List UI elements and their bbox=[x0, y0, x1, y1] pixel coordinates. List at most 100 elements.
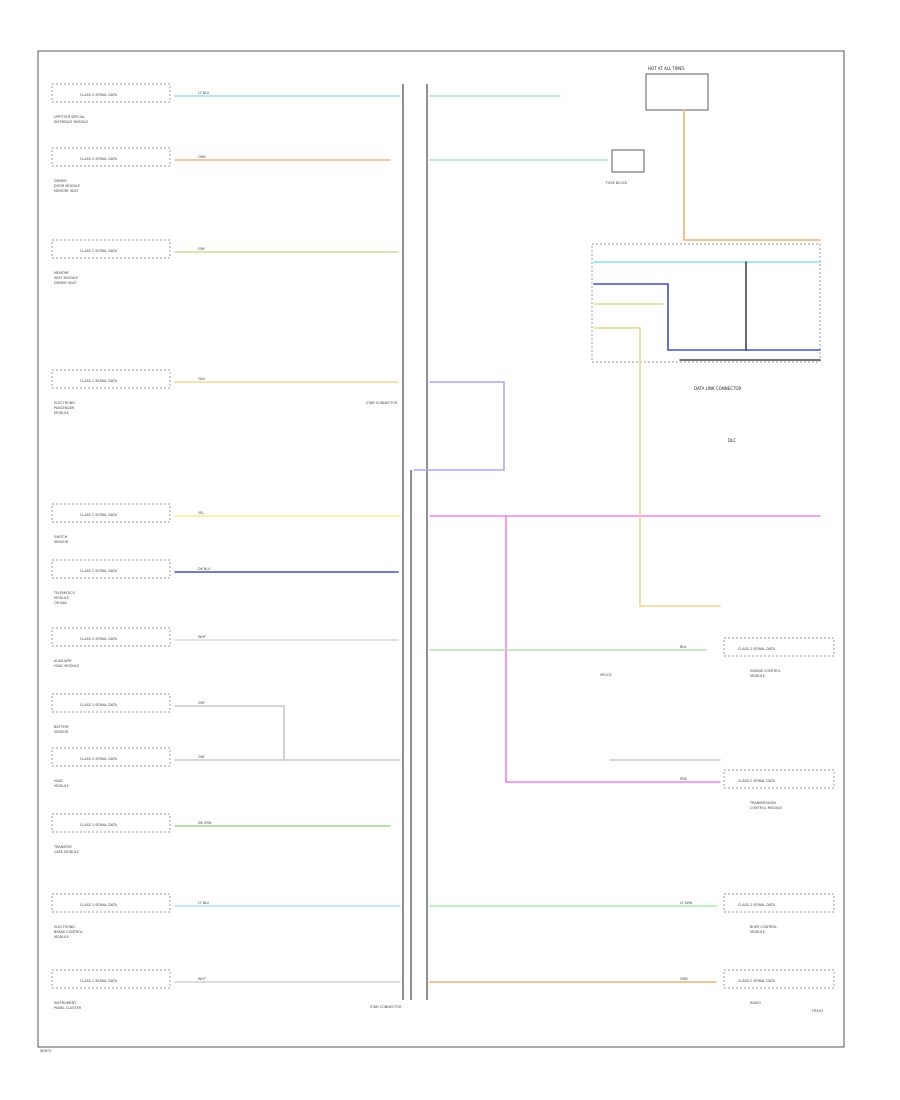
module-wire-color: DK GRN bbox=[198, 821, 212, 825]
module-desc-line: PASSENGER bbox=[54, 406, 75, 410]
module-desc-line: DRIVER bbox=[54, 179, 67, 183]
module-box-label: CLASS 2 SERIAL DATA bbox=[80, 569, 118, 573]
wire-dlc-khaki2 bbox=[593, 327, 721, 607]
module-desc-line: AUXILIARY bbox=[54, 659, 72, 663]
module-desc-line: ELECTRONIC bbox=[54, 925, 76, 929]
wire-lavender bbox=[413, 381, 505, 471]
module-desc-line: DRIVER SEAT bbox=[54, 281, 77, 285]
module-desc-line: MODULE bbox=[54, 784, 69, 788]
module-wire-color: GRY bbox=[198, 755, 206, 759]
module-desc-line: DOOR MODULE bbox=[54, 184, 80, 188]
module-wire-color: DK BLU bbox=[198, 567, 211, 571]
module-desc-line: MODULE bbox=[54, 596, 69, 600]
wire-row8 bbox=[174, 705, 285, 761]
module-desc-line: SWITCH bbox=[54, 535, 68, 539]
module-desc-line: OR NAV bbox=[54, 601, 68, 605]
module-wire-color: ORN bbox=[198, 155, 206, 159]
dlc-title: DATA LINK CONNECTOR bbox=[694, 386, 742, 391]
module-wire-color: GRY bbox=[198, 701, 206, 705]
dlc-box-outline bbox=[591, 243, 821, 363]
module-box-label: CLASS 2 SERIAL DATA bbox=[80, 703, 118, 707]
module-desc-line: TELEMATICS bbox=[53, 591, 75, 595]
wire-group bbox=[174, 95, 821, 983]
module-desc-line: RADIO bbox=[750, 1001, 761, 1005]
module-box-label: CLASS 2 SERIAL DATA bbox=[738, 779, 776, 783]
module-box-label: CLASS 2 SERIAL DATA bbox=[80, 249, 118, 253]
module-box-label: CLASS 2 SERIAL DATA bbox=[80, 157, 118, 161]
module-desc-line: ELECTRONIC bbox=[54, 401, 76, 405]
module-desc-line: BATTERY bbox=[54, 725, 70, 729]
wire-dlc-blue bbox=[593, 283, 821, 351]
right-module-r4: CLASS 2 SERIAL DATA RADIO ORN bbox=[680, 969, 835, 1005]
star-connector-label-top: STAR CONNECTOR bbox=[366, 401, 398, 405]
module-desc-line: MODULE bbox=[750, 930, 765, 934]
module-wire-color: WHT bbox=[198, 977, 207, 981]
module-desc-line: INSTRUMENT bbox=[54, 1001, 77, 1005]
corner-code: FR3H3 bbox=[812, 1009, 823, 1013]
module-desc-line: HVAC MODULE bbox=[54, 664, 79, 668]
module-desc-line: UPFITTER SPECIAL bbox=[54, 115, 85, 119]
module-box-label: CLASS 2 SERIAL DATA bbox=[80, 903, 118, 907]
module-desc-line: MODULE bbox=[750, 674, 765, 678]
module-box-label: CLASS 2 SERIAL DATA bbox=[80, 979, 118, 983]
splice-label: SPLICE bbox=[600, 673, 612, 677]
module-box-label: CLASS 2 SERIAL DATA bbox=[80, 93, 118, 97]
module-desc-line: CASE MODULE bbox=[54, 850, 79, 854]
module-desc-line: SENSOR bbox=[54, 540, 69, 544]
hot-at-all-times-label: HOT AT ALL TIMES bbox=[648, 66, 685, 71]
wire-magenta-drop bbox=[505, 515, 721, 783]
module-wire-color: PNK bbox=[680, 777, 688, 781]
module-desc-line: SENSOR bbox=[54, 730, 69, 734]
module-desc-line: INTERFACE MODULE bbox=[54, 120, 88, 124]
module-box-label: CLASS 2 SERIAL DATA bbox=[738, 647, 776, 651]
module-desc-line: MEMORY bbox=[54, 271, 70, 275]
module-desc-line: SEAT MODULE bbox=[54, 276, 78, 280]
module-wire-color: GRY bbox=[198, 247, 206, 251]
module-box-label: CLASS 2 SERIAL DATA bbox=[80, 823, 118, 827]
module-box-label: CLASS 2 SERIAL DATA bbox=[80, 379, 118, 383]
splice-box bbox=[611, 149, 645, 173]
left-modules: CLASS 2 SERIAL DATA UPFITTER SPECIALINTER… bbox=[51, 83, 212, 1010]
module-desc-line: BODY CONTROL bbox=[750, 925, 777, 929]
module-desc-line: TRANSFER bbox=[53, 845, 72, 849]
module-box-label: CLASS 2 SERIAL DATA bbox=[738, 903, 776, 907]
diagram-frame bbox=[37, 50, 845, 1048]
star-connector-label-bottom: STAR CONNECTOR bbox=[370, 1005, 402, 1009]
figure-label: W/NT5 bbox=[40, 1049, 51, 1053]
wire-orange-fuse bbox=[683, 109, 821, 241]
module-desc-line: MODULE bbox=[54, 411, 69, 415]
module-wire-color: BLK bbox=[680, 645, 687, 649]
module-wire-color: LT BLU bbox=[198, 901, 210, 905]
module-desc-line: BRAKE CONTROL bbox=[54, 930, 83, 934]
module-desc-line: MEMORY SEAT bbox=[54, 189, 79, 193]
module-desc-line: TRANSMISSION bbox=[749, 801, 776, 805]
module-wire-color: YEL bbox=[198, 511, 204, 515]
module-box-label: CLASS 2 SERIAL DATA bbox=[80, 757, 118, 761]
left-module-m4: CLASS 2 SERIAL DATA ELECTRONICPASSENGERMO… bbox=[51, 369, 205, 415]
dlc-label: DLC bbox=[728, 438, 736, 443]
module-desc-line: ENGINE CONTROL bbox=[750, 669, 781, 673]
module-desc-line: HVAC bbox=[54, 779, 64, 783]
module-box-label: CLASS 2 SERIAL DATA bbox=[738, 979, 776, 983]
module-desc-line: PANEL CLUSTER bbox=[54, 1006, 82, 1010]
module-wire-color: LT BLU bbox=[198, 91, 210, 95]
fuse-block-label: FUSE BLOCK bbox=[606, 181, 628, 185]
left-module-m1: CLASS 2 SERIAL DATA UPFITTER SPECIALINTER… bbox=[51, 83, 210, 124]
module-wire-color: ORN bbox=[680, 977, 688, 981]
fuse-block-box bbox=[645, 73, 709, 111]
